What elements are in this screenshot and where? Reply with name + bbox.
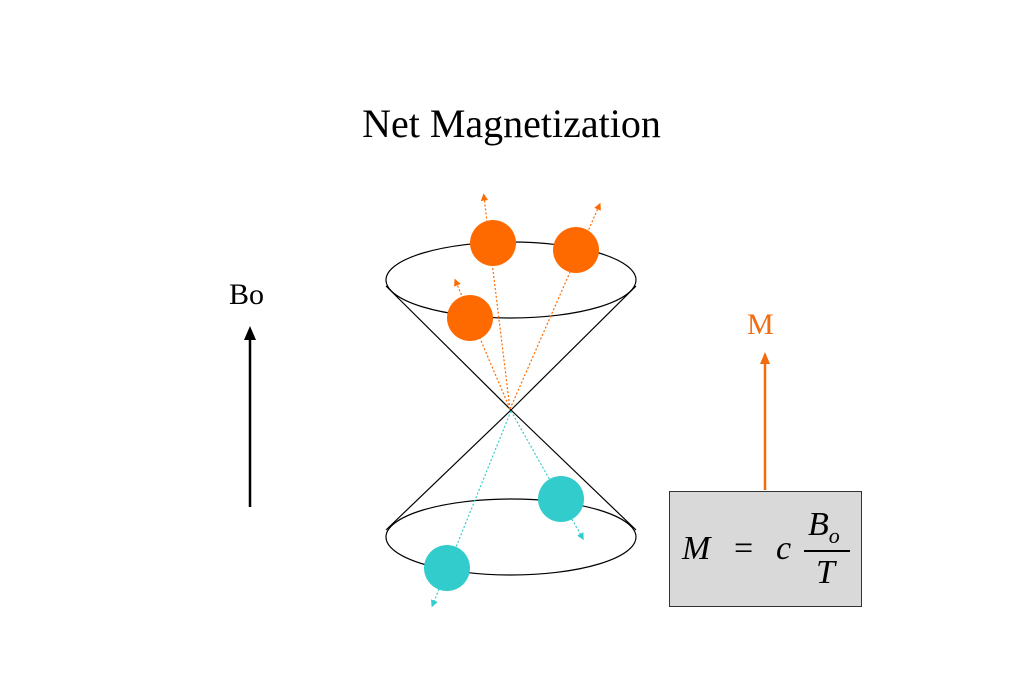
formula-lhs: M <box>682 530 711 567</box>
magnetization-arrow-head <box>760 352 770 364</box>
field-arrow-head <box>244 326 256 340</box>
formula-numerator: Bo <box>808 506 840 548</box>
upper-cone <box>385 241 637 411</box>
formula-denominator: T <box>816 554 835 591</box>
formula-box: M = c Bo T <box>669 491 862 607</box>
fraction-bar <box>804 550 850 552</box>
spin-up-particle <box>553 227 599 273</box>
formula-numerator-base: B <box>808 506 829 543</box>
spin-down-particle <box>424 545 470 591</box>
formula-numerator-subscript: o <box>828 523 840 548</box>
slide-title: Net Magnetization <box>362 101 661 146</box>
field-label: Bo <box>229 278 265 311</box>
formula-equals: = <box>734 530 754 567</box>
formula-coefficient: c <box>776 530 792 567</box>
lower-cone <box>385 409 637 576</box>
spin-up-particle <box>447 295 493 341</box>
magnetization-label: M <box>747 308 774 341</box>
spin-down-particle <box>538 476 584 522</box>
spin-up-particle <box>470 220 516 266</box>
